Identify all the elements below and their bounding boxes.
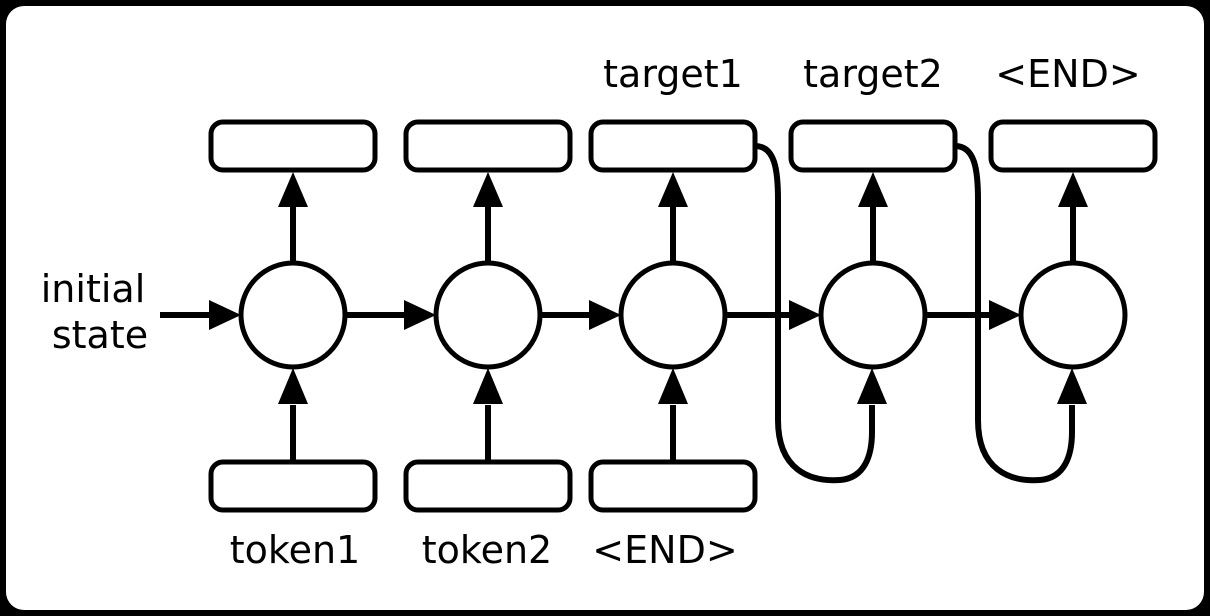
input-label-3: <END> xyxy=(592,528,737,572)
feedback-loop-output4-to-cell5-head xyxy=(1057,368,1087,404)
arrow-cell4-to-output4-head xyxy=(858,172,888,207)
initial-state-label-line2: state xyxy=(52,313,148,357)
output-label-3: target1 xyxy=(603,52,743,96)
output-box-3 xyxy=(588,119,758,173)
arrow-cell1-to-cell2-head xyxy=(404,300,436,330)
output-label-5: <END> xyxy=(995,52,1140,96)
rnn-cell-4 xyxy=(818,260,928,370)
feedback-loop-output4-to-cell5 xyxy=(954,143,1075,484)
input-label-2: token2 xyxy=(422,528,552,572)
feedback-loop-output3-to-cell4-head xyxy=(857,368,887,404)
initial-state-label-line1: initial xyxy=(41,267,146,311)
input-box-3 xyxy=(588,459,758,513)
input-box-2 xyxy=(403,459,573,513)
arrow-input3-to-cell3-head xyxy=(658,368,688,404)
input-label-1: token1 xyxy=(230,528,360,572)
arrow-cell3-to-cell4-head xyxy=(789,300,821,330)
rnn-cell-5 xyxy=(1018,260,1128,370)
output-box-5 xyxy=(988,119,1158,173)
feedback-loop-output3-to-cell4 xyxy=(754,143,875,484)
arrow-input2-to-cell2-head xyxy=(473,368,503,404)
arrow-cell2-to-cell3-head xyxy=(589,300,621,330)
output-label-4: target2 xyxy=(803,52,943,96)
output-box-2 xyxy=(403,119,573,173)
rnn-cell-3 xyxy=(618,260,728,370)
arrow-cell5-to-output5-head xyxy=(1058,172,1088,207)
input-box-1 xyxy=(208,459,378,513)
arrow-cell4-to-cell5-head xyxy=(989,300,1021,330)
arrow-cell2-to-output2-head xyxy=(473,172,503,207)
output-box-1 xyxy=(208,119,378,173)
arrow-initial-state-head xyxy=(209,300,241,330)
arrow-input1-to-cell1-head xyxy=(278,368,308,404)
rnn-cell-1 xyxy=(238,260,348,370)
rnn-cell-2 xyxy=(433,260,543,370)
arrow-cell1-to-output1-head xyxy=(278,172,308,207)
arrow-cell3-to-output3-head xyxy=(658,172,688,207)
output-box-4 xyxy=(788,119,958,173)
